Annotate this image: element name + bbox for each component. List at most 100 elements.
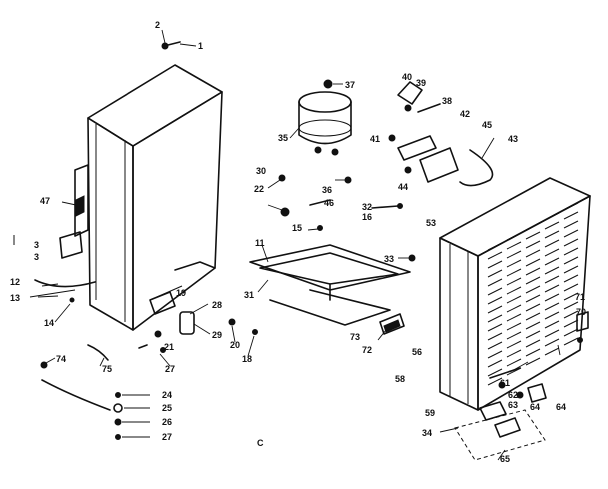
callout-47: 47 [40,196,50,206]
condenser-fin [487,296,503,305]
callout-56: 56 [412,347,422,357]
callout-36: 36 [322,185,332,195]
condenser-fin [563,319,579,328]
condenser-fin [525,312,541,321]
condenser-fin [506,259,522,268]
condenser-fin [544,338,560,347]
condenser-fin [563,265,579,274]
callout-58: 58 [395,374,405,384]
condenser-fin [544,257,560,266]
condenser-fin [487,287,503,296]
condenser-fin [506,331,522,340]
callout-33: 33 [384,254,394,264]
callout-62: 62 [508,390,518,400]
callout-31: 31 [244,290,254,300]
condenser-fin [506,340,522,349]
condenser-fin [506,295,522,304]
callout-64b: 64 [556,402,566,412]
condenser-fin [563,220,579,229]
condenser-fin [525,276,541,285]
callout-41: 41 [370,134,380,144]
callout-3a: 3 [34,240,39,250]
condenser-fin [506,232,522,241]
relay-capacitor-cluster [138,291,258,353]
condenser-fin [506,304,522,313]
condenser-fin [525,231,541,240]
condenser-fin [525,249,541,258]
condenser-fin [544,266,560,275]
condenser-fin [544,230,560,239]
callout-27a: 27 [165,364,175,374]
callout-21: 21 [164,342,174,352]
drain-tray-part [454,409,546,461]
callout-72: 72 [362,345,372,355]
condenser-fin [544,239,560,248]
condenser-fin [563,283,579,292]
callout-22: 22 [254,184,264,194]
condenser-fins [487,202,579,386]
callout-25: 25 [162,403,172,413]
condenser-fin [506,286,522,295]
callout-2: 2 [155,20,160,30]
callout-53: 53 [426,218,436,228]
condenser-fin [544,284,560,293]
condenser-fin [525,222,541,231]
callout-44: 44 [398,182,408,192]
callout-29: 29 [212,330,222,340]
condenser-fin [525,258,541,267]
callout-37: 37 [345,80,355,90]
condenser-fin [544,293,560,302]
condenser-fin [487,323,503,332]
callout-11: 11 [255,238,265,248]
bolt-part [317,225,323,231]
condenser-fin [487,341,503,350]
callout-45: 45 [482,120,492,130]
callout-28: 28 [212,300,222,310]
condenser-fin [563,301,579,310]
condenser-fin [506,277,522,286]
condenser-fin [487,359,503,368]
callout-13: 13 [10,293,20,303]
callout-labels: 2 1 47 3 3 12 13 14 19 28 29 20 18 21 27… [10,20,586,464]
condenser-fin [487,314,503,323]
condenser-fin [563,256,579,265]
callout-12: 12 [10,277,20,287]
grommet-parts [278,174,331,217]
callout-61: 61 [500,378,510,388]
condenser-fin [544,347,560,356]
condenser-fin [563,310,579,319]
wire-harness-part [40,344,111,411]
condenser-fin [563,274,579,283]
condenser-fin [563,229,579,238]
condenser-fin [525,267,541,276]
callout-63: 63 [508,400,518,410]
condenser-fin [563,211,579,220]
leader-lines [37,29,561,461]
mount-screw-part [408,254,416,262]
tubing-part [29,279,96,298]
callout-32: 32 [362,202,372,212]
callout-3b: 3 [34,252,39,262]
condenser-fin [544,311,560,320]
callout-42: 42 [460,109,470,119]
condenser-fin [487,332,503,341]
cabinet-housing [87,64,223,331]
callout-40: 40 [402,72,412,82]
callout-1: 1 [198,41,203,51]
condenser-fin [525,240,541,249]
condenser-fin [563,247,579,256]
edge-clip-parts [576,311,589,343]
callout-65: 65 [500,454,510,464]
condenser-fin [487,305,503,314]
callout-18: 18 [242,354,252,364]
condenser-fin [563,328,579,337]
callout-30: 30 [256,166,266,176]
condenser-fin [544,212,560,221]
condenser-fin [487,377,503,386]
callout-19: 19 [176,288,186,298]
condenser-fin [487,350,503,359]
callout-59: 59 [425,408,435,418]
condenser-fin [544,329,560,338]
callout-26: 26 [162,417,172,427]
